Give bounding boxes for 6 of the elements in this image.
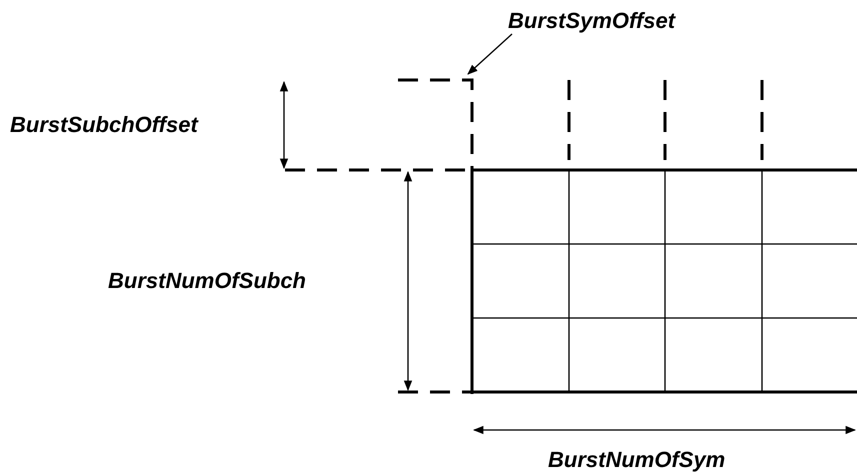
dimension-label: BurstNumOfSubch <box>108 268 306 294</box>
dashed-offset-outline <box>284 78 474 172</box>
leader-line <box>467 34 512 75</box>
dimension-label: BurstNumOfSym <box>548 447 726 473</box>
callout-label: BurstSymOffset <box>508 8 676 34</box>
dimension-label: BurstSubchOffset <box>10 112 198 138</box>
